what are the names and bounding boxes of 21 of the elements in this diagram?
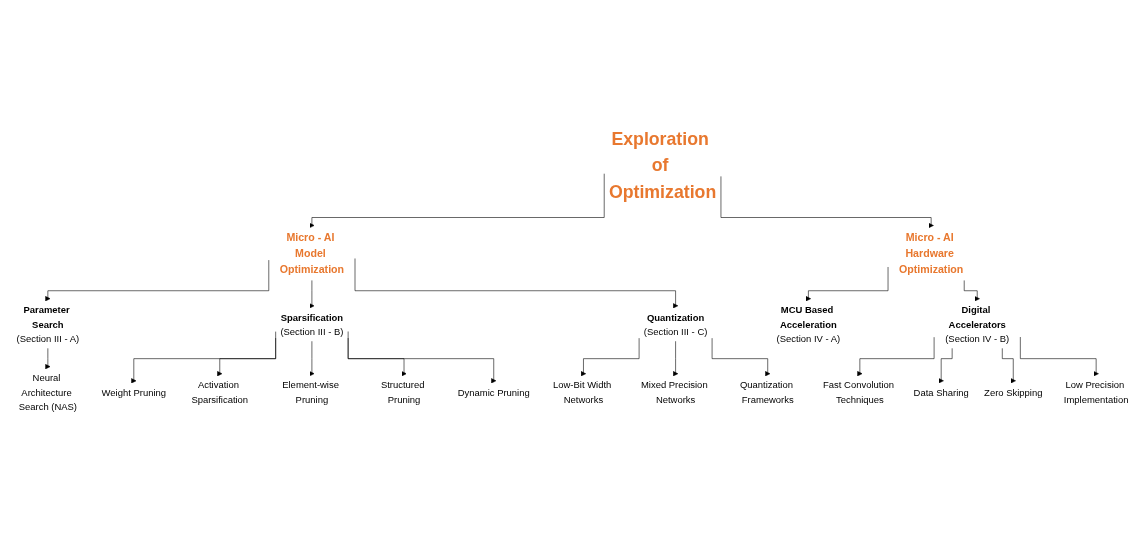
node-text: Sparsification (Section III - B) [280,312,344,337]
node-text: Mixed Precision Networks [640,380,708,405]
node-text: Micro - AI Hardware Optimization [898,232,964,276]
node-text: Low-Bit Width Networks [553,380,612,405]
node-text: Fast Convolution Techniques [823,380,894,405]
node-text: Dynamic Pruning [457,387,530,398]
node-text: Data Sharing [913,387,969,398]
node-text: Digital Accelerators (Section IV - B) [945,305,1010,344]
node-text: Zero Skipping [984,387,1043,398]
node-text: Activation Sparsification [191,380,249,405]
node-text: Low Precision Implementation [1063,380,1129,405]
node-text: Quantization (Section III - C) [643,312,708,337]
node-text: Micro - AI Model Optimization [279,232,345,276]
node-text: Quantization Frameworks [739,380,794,405]
node-text: Neural Architecture Search (NAS) [18,373,77,412]
node-text: MCU Based Acceleration (Section IV - A) [776,305,841,344]
node-text: Exploration of Optimization [608,128,717,202]
node-text: Parameter Search (Section III - A) [16,305,80,344]
node-text: Structured Pruning [380,380,425,405]
node-text: Weight Pruning [101,387,167,398]
node-text: Element-wise Pruning [282,380,339,405]
